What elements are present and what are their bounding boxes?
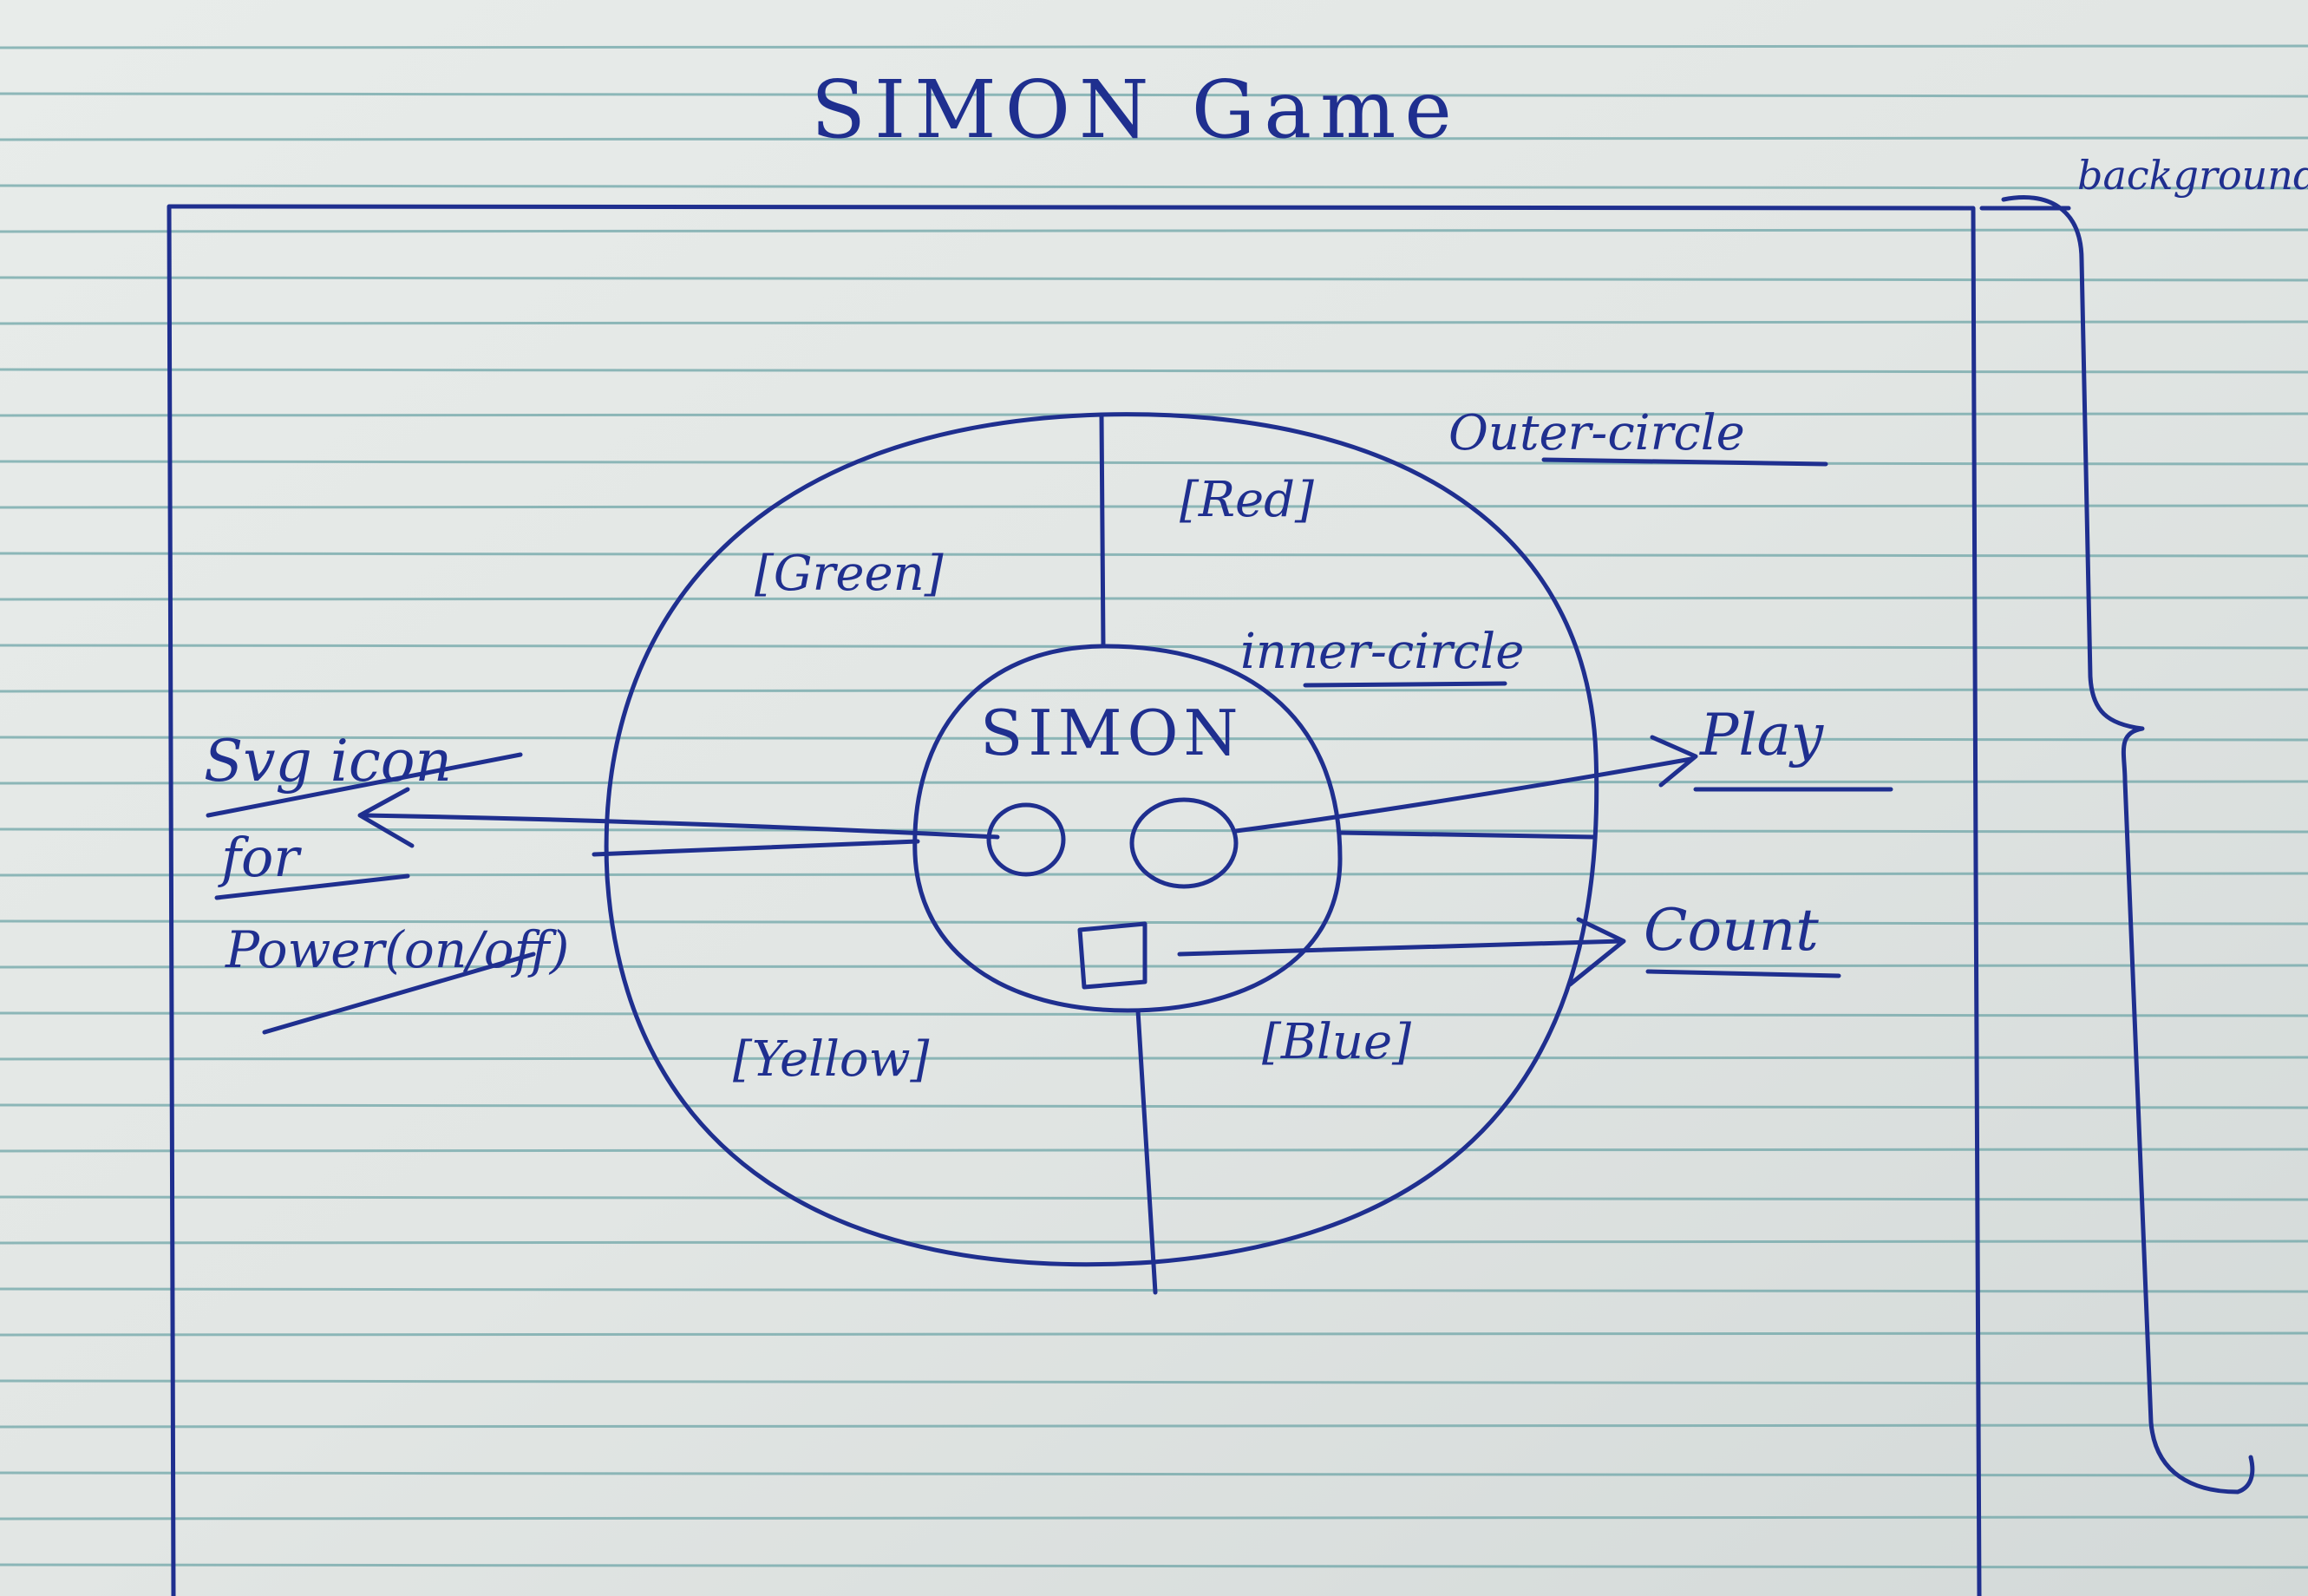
background-label: background xyxy=(2077,152,2308,199)
quadrant-yellow-label: [Yellow] xyxy=(733,1031,930,1088)
ruled-line xyxy=(0,1423,2308,1429)
ruled-line xyxy=(0,1056,2308,1061)
outer-circle-label: Outer-circle xyxy=(1448,405,1745,461)
ruled-line xyxy=(0,1148,2308,1153)
count-display xyxy=(1077,921,1147,990)
divider-bottom xyxy=(1135,1008,1158,1295)
divider-top xyxy=(1099,414,1106,649)
center-label: SIMON xyxy=(980,697,1244,769)
ruled-line xyxy=(0,1103,2308,1109)
divider-left xyxy=(592,839,920,857)
quadrant-blue-label: [Blue] xyxy=(1262,1014,1411,1070)
count-arrow xyxy=(1177,939,1625,957)
play-annotation: Play xyxy=(1699,702,1824,769)
outer-circle-underline xyxy=(1541,457,1828,467)
ruled-line xyxy=(0,320,2308,325)
ruled-line xyxy=(0,1195,2308,1201)
quadrant-green-label: [Green] xyxy=(755,546,944,602)
ruled-line xyxy=(0,688,2308,693)
ruled-line xyxy=(0,736,2308,742)
ruled-line xyxy=(0,644,2308,650)
power-annotation-line3: Power(on/off) xyxy=(225,920,569,979)
svg-icon-underline xyxy=(206,752,523,818)
ruled-line xyxy=(0,368,2308,374)
ruled-line xyxy=(0,1011,2308,1017)
ruled-lines xyxy=(0,44,2308,1569)
play-button xyxy=(1129,797,1239,889)
ruled-line xyxy=(0,44,2308,49)
for-underline xyxy=(214,873,410,900)
inner-circle xyxy=(912,644,1343,1013)
inner-circle-label: inner-circle xyxy=(1240,624,1524,680)
ruled-line xyxy=(0,184,2308,190)
ruled-line xyxy=(0,1515,2308,1521)
inner-circle-underline xyxy=(1303,681,1507,688)
background-brace xyxy=(2001,195,2255,1495)
count-underline xyxy=(1645,969,1841,978)
ruled-line xyxy=(0,919,2308,926)
ruled-line xyxy=(0,1331,2308,1337)
power-button xyxy=(986,802,1066,877)
divider-right xyxy=(1337,830,1597,840)
count-annotation: Count xyxy=(1644,897,1819,964)
quadrant-red-label: [Red] xyxy=(1180,472,1314,528)
ruled-line xyxy=(0,136,2308,141)
play-arrowhead xyxy=(1650,735,1698,788)
play-arrow xyxy=(1233,756,1694,834)
power-annotation-line2: for xyxy=(218,826,302,889)
background-frame xyxy=(167,204,1982,1596)
ruled-line xyxy=(0,92,2308,98)
page-title: SIMON Game xyxy=(811,63,1461,156)
ruled-line xyxy=(0,872,2308,877)
power-arrowhead xyxy=(357,787,415,848)
ruled-line xyxy=(0,460,2308,466)
count-arrowhead xyxy=(1567,917,1626,987)
ruled-line xyxy=(0,1471,2308,1477)
ruled-line xyxy=(0,1563,2308,1569)
ruled-line xyxy=(0,228,2308,233)
ruled-line xyxy=(0,504,2308,509)
ruled-line xyxy=(0,1379,2308,1385)
power-arrow xyxy=(362,813,1000,840)
ruled-line xyxy=(0,596,2308,601)
power-underline xyxy=(262,952,536,1035)
power-annotation-line1: Svg icon xyxy=(204,728,452,795)
ruled-line xyxy=(0,276,2308,282)
ruled-line xyxy=(0,552,2308,558)
ruled-line xyxy=(0,964,2308,969)
